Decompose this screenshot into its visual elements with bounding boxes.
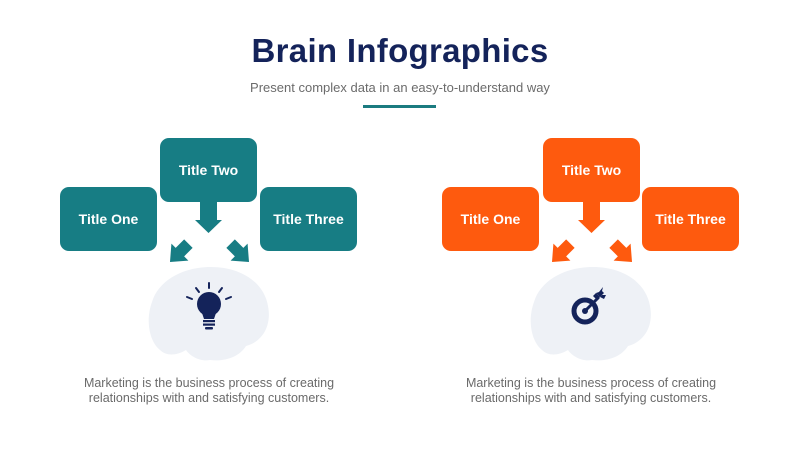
left-title-two-box: Title Two bbox=[160, 138, 257, 202]
box-label: Title Three bbox=[273, 211, 344, 227]
left-title-three-box: Title Three bbox=[260, 187, 357, 251]
arrow-down-right-icon bbox=[170, 239, 193, 262]
page-subtitle: Present complex data in an easy-to-under… bbox=[250, 80, 550, 95]
box-label: Title Two bbox=[561, 162, 622, 178]
right-title-three-box: Title Three bbox=[642, 187, 739, 251]
arrow-down-icon bbox=[195, 202, 222, 233]
right-description: Marketing is the business process of cre… bbox=[465, 376, 717, 405]
title-underline-divider bbox=[363, 105, 436, 108]
arrow-down-left-icon bbox=[609, 239, 632, 262]
right-title-one-box: Title One bbox=[442, 187, 539, 251]
box-label: Title One bbox=[78, 211, 139, 227]
arrow-down-icon bbox=[578, 202, 605, 233]
arrow-down-right-icon bbox=[552, 239, 575, 262]
left-description: Marketing is the business process of cre… bbox=[83, 376, 335, 405]
left-title-one-box: Title One bbox=[60, 187, 157, 251]
target-icon bbox=[571, 287, 606, 325]
arrow-down-left-icon bbox=[226, 239, 249, 262]
lightbulb-icon bbox=[186, 282, 232, 330]
box-label: Title Three bbox=[655, 211, 726, 227]
page-title: Brain Infographics bbox=[251, 32, 549, 69]
left-panel-graphics bbox=[148, 202, 269, 361]
box-label: Title One bbox=[460, 211, 521, 227]
right-panel-graphics bbox=[530, 202, 651, 361]
brain-shape bbox=[530, 266, 651, 361]
box-label: Title Two bbox=[178, 162, 239, 178]
right-title-two-box: Title Two bbox=[543, 138, 640, 202]
